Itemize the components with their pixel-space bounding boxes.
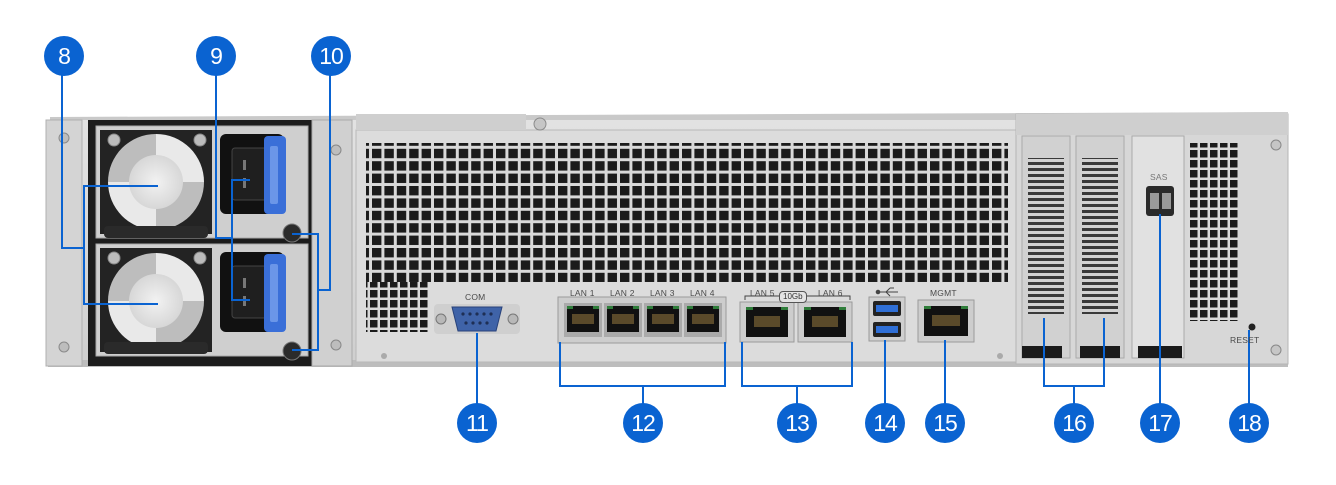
callout-9: 9 [196, 36, 236, 76]
pcie-slot-2 [1075, 135, 1125, 359]
pcie-slot-1 [1021, 135, 1071, 359]
mgmt-port [917, 299, 975, 343]
com-label: COM [465, 292, 486, 302]
callout-10: 10 [311, 36, 351, 76]
usb-ports [868, 296, 906, 342]
lan1-label: LAN 1 [570, 288, 595, 298]
callout-15: 15 [925, 403, 965, 443]
lan-port-2 [604, 303, 642, 337]
usb-icon [875, 287, 898, 297]
lan-5-6-block [739, 295, 853, 343]
sas-expansion-slot [1131, 135, 1185, 359]
lan-port-1 [564, 303, 602, 337]
lan3-label: LAN 3 [650, 288, 675, 298]
lan5-label: LAN 5 [750, 288, 775, 298]
lan-1-4-block [557, 296, 727, 344]
reset-button [1248, 323, 1256, 331]
callout-14: 14 [865, 403, 905, 443]
callout-16: 16 [1054, 403, 1094, 443]
psu-1 [95, 125, 309, 243]
callout-8: 8 [44, 36, 84, 76]
callout-18: 18 [1229, 403, 1269, 443]
ventilation-grille [366, 143, 1008, 282]
lan-port-3 [644, 303, 682, 337]
lan6-label: LAN 6 [818, 288, 843, 298]
lan4-label: LAN 4 [690, 288, 715, 298]
callout-11: 11 [457, 403, 497, 443]
sas-label: SAS [1150, 172, 1168, 182]
callout-12: 12 [623, 403, 663, 443]
mgmt-label: MGMT [930, 288, 957, 298]
psu-2 [95, 243, 309, 361]
lan-port-4 [684, 303, 722, 337]
callout-13: 13 [777, 403, 817, 443]
lan2-label: LAN 2 [610, 288, 635, 298]
callout-17: 17 [1140, 403, 1180, 443]
reset-label: RESET [1230, 335, 1260, 345]
ten-gb-badge: 10Gb [779, 291, 807, 303]
com-port [434, 304, 520, 334]
left-rack-ear [45, 119, 83, 367]
